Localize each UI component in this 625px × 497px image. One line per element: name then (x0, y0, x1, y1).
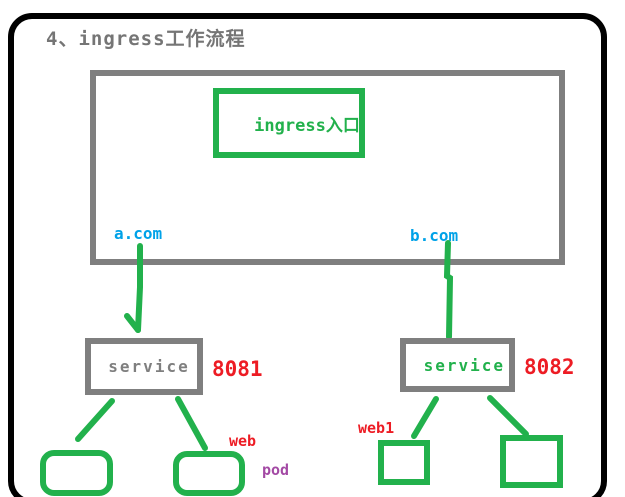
outer-frame (8, 13, 607, 497)
service-box-left: service (85, 338, 203, 395)
cluster-box (90, 70, 565, 265)
service-left-port: 8081 (212, 357, 263, 381)
label-web: web (229, 432, 257, 450)
service-left-label: service (108, 357, 190, 376)
pod-box-b1 (378, 440, 430, 485)
label-pod: pod (262, 461, 290, 479)
service-box-right: service (400, 338, 515, 392)
page-title: 4、ingress工作流程 (46, 28, 246, 50)
ingress-entry-label: ingress入口 (254, 115, 360, 136)
pod-box-a1 (40, 450, 113, 496)
host-label-a-com: a.com (114, 224, 163, 243)
pod-box-a2 (173, 451, 245, 496)
pod-box-b2 (500, 435, 563, 488)
label-web1: web1 (358, 419, 395, 437)
service-right-port: 8082 (524, 355, 575, 379)
service-right-label: service (423, 355, 505, 375)
ingress-entry-box: ingress入口 (213, 88, 365, 158)
host-label-b-com: b.com (410, 226, 459, 245)
